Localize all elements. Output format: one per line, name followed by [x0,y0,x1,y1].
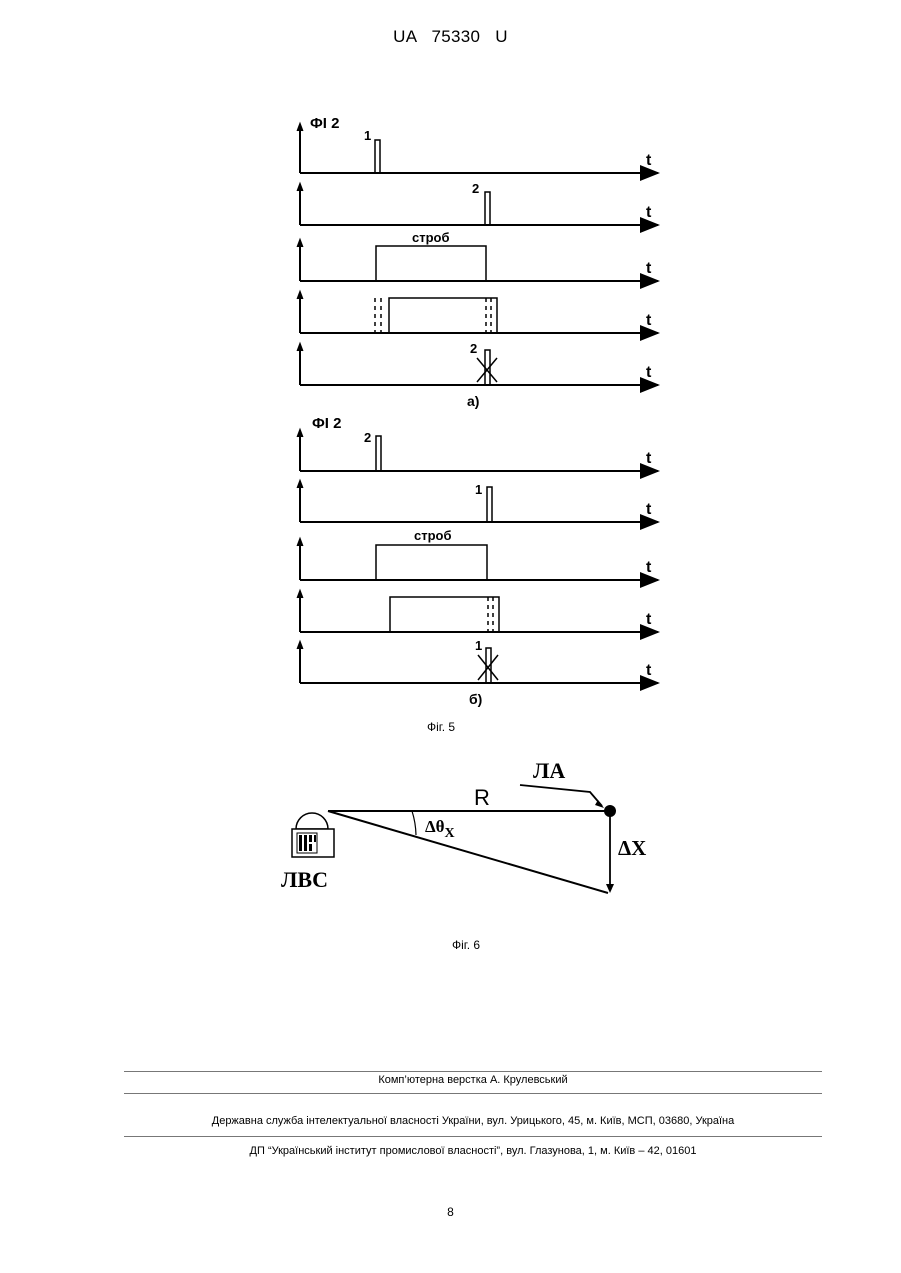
footer-agency-address: Державна служба інтелектуальної власност… [124,1115,822,1127]
footer-divider-bottom [124,1136,822,1137]
footer-divider-middle [124,1093,822,1094]
fig5b-pulse-1-label: 1 [475,482,482,497]
fig5a-pulse-2-label: 2 [472,181,479,196]
fig5-part-a-label: а) [467,393,479,409]
footer-layout-credit: Комп’ютерна верстка А. Крулевський [124,1074,822,1086]
fig6-angle-label: ΔθX [425,817,455,841]
aircraft-pointer-arrow-icon [595,800,604,808]
fig5a-strobe-label: строб [412,230,450,245]
fig6-lvs-label: ЛВС [281,867,328,892]
fig5a-t-axis-3: t [646,260,652,277]
fig5a-pulse-1-label: 1 [364,128,371,143]
fig5a-t-axis-5: t [646,364,652,381]
figure-6-caption: Фіг. 6 [452,938,480,952]
angle-arc [412,811,416,835]
fig5b-t-axis-4: t [646,611,652,628]
fig6-la-label: ЛА [533,758,565,783]
footer-divider-top [124,1071,822,1072]
delta-x-arrow-icon [606,884,614,893]
fig5a-pulse-2-crossed-label: 2 [470,341,477,356]
figure-5a-timelines [297,123,658,385]
fig5b-t-axis-1: t [646,450,652,467]
fig5a-t-axis-4: t [646,312,652,329]
fig5b-fi-label: ФІ 2 [312,415,341,432]
radar-dome-icon [296,813,328,829]
fig5b-pulse-2-label: 2 [364,430,371,445]
fig5a-t-axis-2: t [646,204,652,221]
aircraft-dot-icon [604,805,616,817]
page-number: 8 [0,1205,901,1219]
footer-institute-address: ДП “Український інститут промислової вла… [124,1145,822,1157]
fig5b-t-axis-3: t [646,559,652,576]
fig6-r-label: R [474,785,490,810]
fig5a-t-axis-1: t [646,152,652,169]
fig5b-t-axis-5: t [646,662,652,679]
fig5b-pulse-1-crossed-label: 1 [475,638,482,653]
ground-station-icon [292,829,334,857]
deviated-line [328,811,608,893]
fig5-part-b-label: б) [469,691,482,707]
fig6-dx-label: ΔX [618,836,646,860]
aircraft-pointer-line [520,785,602,806]
figure-6-diagram: ЛА R ΔθX ΔX ЛВС Фіг. 6 [281,758,646,952]
fig5b-strobe-label: строб [414,528,452,543]
figure-5-caption: Фіг. 5 [427,720,455,734]
fig5b-t-axis-2: t [646,501,652,518]
fig5a-fi-label: ФІ 2 [310,115,339,132]
